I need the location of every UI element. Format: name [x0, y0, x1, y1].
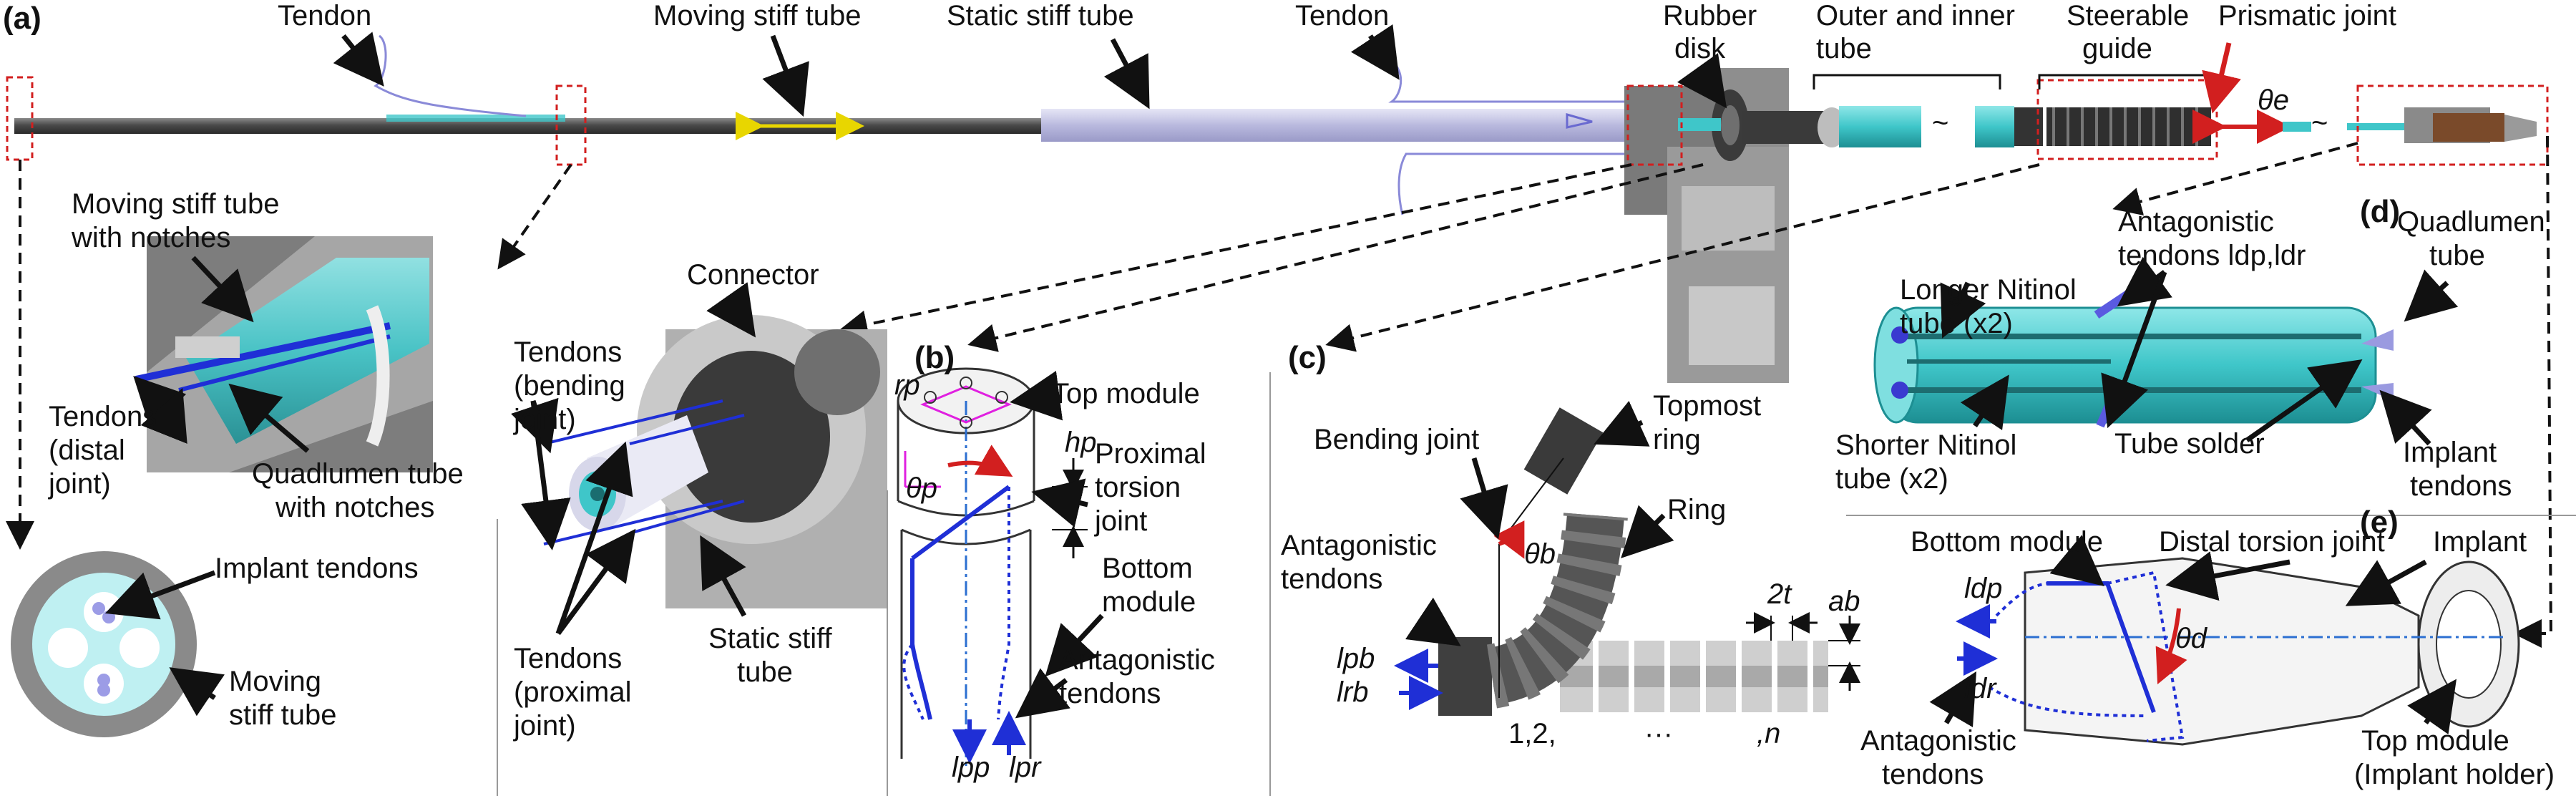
label-l-pr: lpr: [1009, 752, 1041, 783]
label-bottom-module: Bottom module: [1911, 526, 2104, 558]
label-proximal-3: joint: [1095, 505, 1148, 537]
label-static-stiff-tube: Static stiff tube: [947, 0, 1134, 31]
label-prismatic-joint: Prismatic joint: [2218, 0, 2396, 31]
label-longer-2: tube (x2): [1900, 308, 2013, 339]
label-antagonistic-b-2: tendons: [1059, 678, 1161, 709]
label-quadlumen-notches-2: with notches: [275, 492, 435, 523]
label-static-stiff-2: tube: [737, 656, 793, 688]
label-steerable-2: guide: [2082, 33, 2152, 64]
inset-notches: [135, 236, 433, 472]
label-ring: Ring: [1667, 494, 1727, 525]
label-quadlumen-2: tube: [2429, 240, 2485, 271]
label-moving-notches-2: with notches: [72, 222, 231, 253]
cross-section: [11, 551, 197, 737]
label-seq-dots: ···: [1644, 718, 1673, 749]
label-antagonistic-d-2: tendons ldp,ldr: [2118, 240, 2306, 271]
label-tendon-right: Tendon: [1295, 0, 1390, 31]
label-connector: Connector: [687, 259, 819, 291]
label-l-pp: lpp: [952, 752, 990, 783]
label-tendon-left: Tendon: [278, 0, 372, 31]
label-tendons-distal-3: joint): [49, 468, 111, 500]
label-moving-notches-1: Moving stiff tube: [72, 188, 280, 220]
panel-label-b: (b): [914, 340, 955, 375]
label-quadlumen-notches-1: Quadlumen tube: [252, 458, 464, 490]
label-moving-stiff-2: stiff tube: [229, 699, 337, 731]
label-rubber-disk-1: Rubber: [1663, 0, 1757, 31]
label-tendons-proximal-2: (proximal: [514, 676, 632, 708]
label-antagonistic-c-1: Antagonistic: [1281, 530, 1437, 561]
label-quadlumen-1: Quadlumen: [2397, 206, 2545, 238]
panel-c-drawing: [1394, 407, 1860, 716]
label-rubber-disk-2: disk: [1674, 33, 1726, 64]
label-two-t: 2t: [1767, 578, 1792, 610]
panel-label-a: (a): [3, 1, 42, 36]
label-l-dp: ldp: [1964, 573, 2003, 604]
label-theta-p: θp: [906, 472, 937, 504]
label-antagonistic-e-2: tendons: [1882, 759, 1984, 790]
label-tendons-distal-2: (distal: [49, 435, 125, 466]
label-theta-b: θb: [1524, 538, 1556, 570]
label-outer-inner-2: tube: [1816, 33, 1872, 64]
label-top-module-1: Top module: [2361, 725, 2509, 757]
label-tendons-proximal-1: Tendons: [514, 643, 623, 674]
label-top-module: Top module: [1052, 378, 1200, 409]
label-antagonistic-d-1: Antagonistic: [2118, 206, 2274, 238]
label-distal-torsion: Distal torsion joint: [2159, 526, 2385, 558]
label-a-b: ab: [1828, 586, 1860, 617]
label-theta-e: θe: [2258, 84, 2289, 116]
label-steerable-1: Steerable: [2067, 0, 2190, 31]
label-seq-n: ,n: [1757, 718, 1781, 749]
label-antagonistic-e-1: Antagonistic: [1860, 725, 2016, 757]
panel-e-drawing: [1956, 557, 2520, 746]
label-topmost-1: Topmost: [1653, 390, 1762, 422]
label-proximal-2: torsion: [1095, 472, 1181, 503]
label-implant-tendons: Implant tendons: [215, 553, 419, 584]
panel-b-drawing: [897, 367, 1088, 766]
label-h-p: hp: [1065, 427, 1097, 458]
panel-label-c: (c): [1288, 340, 1327, 375]
label-l-rb: lrb: [1337, 676, 1369, 708]
label-implant-e: Implant: [2433, 526, 2527, 558]
label-top-module-2: (Implant holder): [2354, 759, 2555, 790]
label-static-stiff-1: Static stiff: [708, 623, 832, 654]
panel-label-e: (e): [2360, 505, 2399, 540]
panel-label-d: (d): [2360, 194, 2401, 229]
label-tendons-bending-1: Tendons: [514, 336, 623, 368]
label-tendons-distal-1: Tendons: [49, 401, 157, 432]
label-l-dr: ldr: [1964, 673, 1996, 704]
label-tendons-bending-3: joint): [514, 404, 576, 435]
label-bottom-2: module: [1102, 586, 1196, 618]
label-implant-d-2: tendons: [2410, 470, 2512, 502]
label-bending-joint: Bending joint: [1314, 424, 1480, 455]
label-topmost-2: ring: [1653, 424, 1701, 455]
label-seq-1: 1,2,: [1508, 718, 1556, 749]
label-tilde-2: ~: [2311, 107, 2328, 139]
label-moving-stiff-tube: Moving stiff tube: [653, 0, 862, 31]
label-shorter-1: Shorter Nitinol: [1835, 429, 2017, 461]
label-proximal-1: Proximal: [1095, 438, 1206, 470]
label-longer-1: Longer Nitinol: [1900, 274, 2077, 306]
label-l-pb: lpb: [1337, 643, 1375, 674]
label-theta-d: θd: [2175, 623, 2207, 654]
label-shorter-2: tube (x2): [1835, 463, 1948, 495]
steerable-rings: [2046, 107, 2211, 146]
label-antagonistic-b-1: Antagonistic: [1059, 644, 1215, 676]
static-stiff-tube-shape: [1041, 109, 1628, 142]
label-bottom-1: Bottom: [1102, 553, 1193, 584]
label-tendons-bending-2: (bending: [514, 370, 625, 402]
label-implant-d-1: Implant: [2403, 437, 2497, 468]
label-tube-solder: Tube solder: [2114, 428, 2265, 460]
label-antagonistic-c-2: tendons: [1281, 563, 1383, 595]
connector-inset: [543, 315, 887, 608]
label-tilde-1: ~: [1932, 107, 1949, 139]
label-moving-stiff-1: Moving: [229, 666, 321, 697]
label-r-p: rp: [894, 369, 920, 401]
label-tendons-proximal-3: joint): [514, 710, 576, 742]
label-outer-inner-1: Outer and inner: [1816, 0, 2015, 31]
